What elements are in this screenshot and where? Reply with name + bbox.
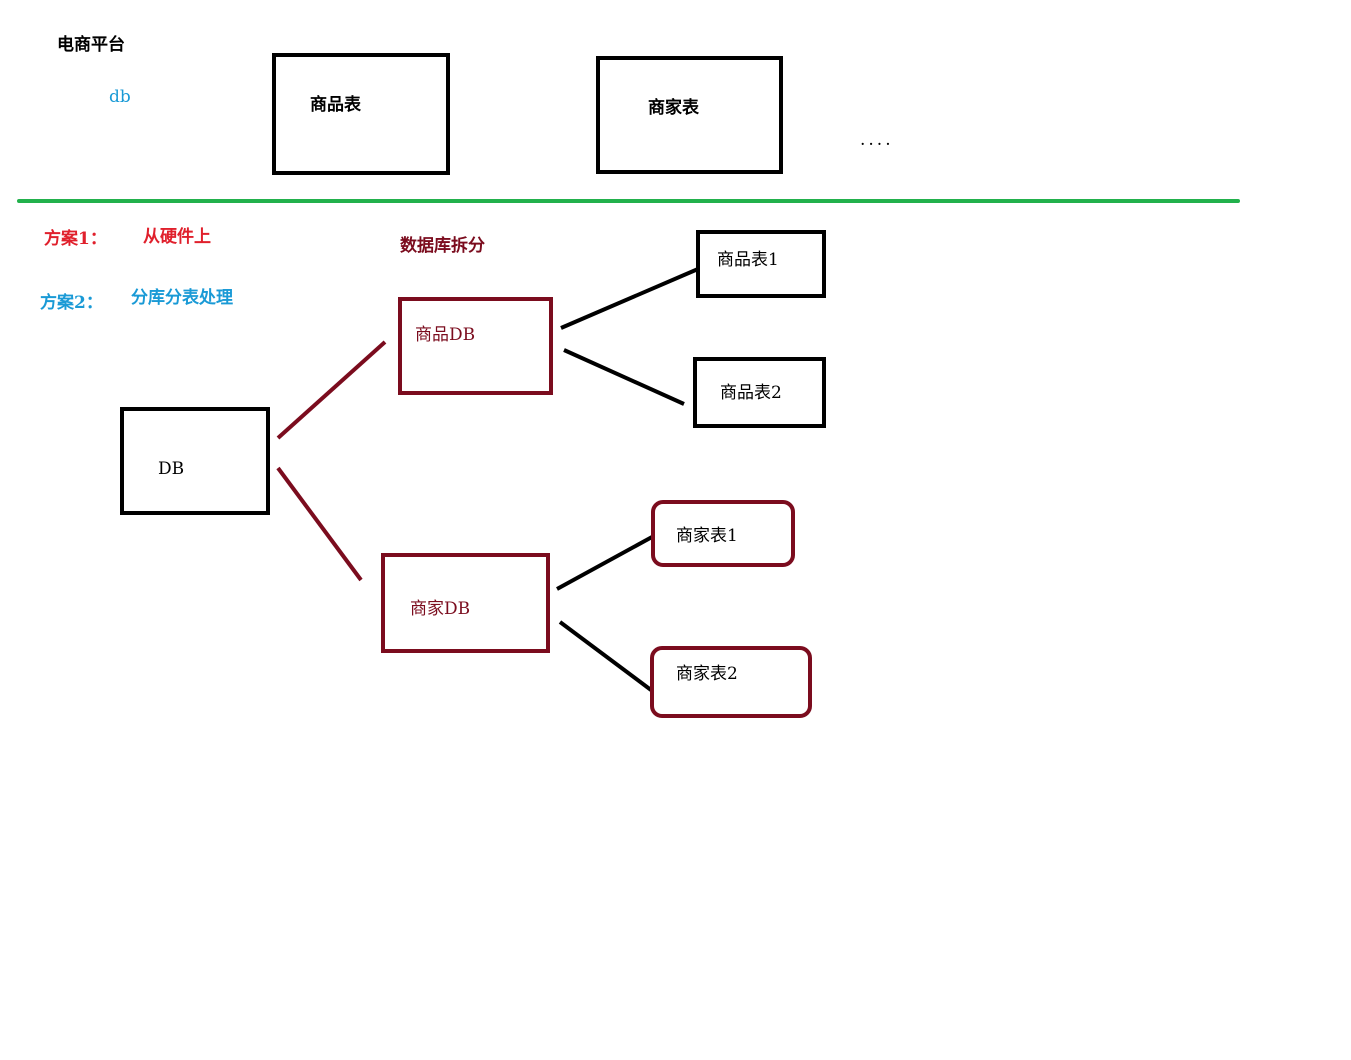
edge-db-to-goods-db: [276, 340, 387, 440]
plan2-text: 分库分表处理: [131, 288, 233, 308]
merchant-table2-box: 商家表2: [650, 646, 812, 718]
goods-table1-box: 商品表1: [696, 230, 826, 298]
plan2-label: 方案2：: [40, 293, 103, 313]
ellipsis-text: ....: [860, 130, 894, 150]
merchant-table2-label: 商家表2: [676, 664, 738, 684]
root-db-label: DB: [158, 459, 185, 479]
merchant-table1-label: 商家表1: [676, 526, 738, 546]
platform-label: 电商平台: [57, 35, 125, 55]
goods-table2-label: 商品表2: [720, 383, 782, 403]
goods-db-label: 商品DB: [415, 325, 476, 345]
merchant-db-label: 商家DB: [410, 599, 471, 619]
edge-goods-db-to-table2: [563, 348, 685, 406]
merchant-table-box: 商家表: [596, 56, 783, 174]
split-title: 数据库拆分: [400, 236, 485, 256]
goods-db-box: 商品DB: [398, 297, 553, 395]
root-db-box: DB: [120, 407, 270, 515]
edge-db-to-merchant-db: [276, 466, 363, 582]
goods-table-label: 商品表: [310, 95, 361, 115]
goods-table2-box: 商品表2: [693, 357, 826, 428]
goods-table-box: 商品表: [272, 53, 450, 175]
merchant-db-box: 商家DB: [381, 553, 550, 653]
merchant-table-label: 商家表: [648, 98, 699, 118]
merchant-table1-box: 商家表1: [651, 500, 795, 567]
edge-merchant-db-to-table1: [556, 535, 653, 591]
plan1-text: 从硬件上: [143, 227, 211, 247]
plan1-label: 方案1：: [44, 229, 107, 249]
db-label: db: [109, 87, 131, 107]
goods-table1-label: 商品表1: [717, 250, 779, 270]
edge-merchant-db-to-table2: [558, 620, 653, 692]
edge-goods-db-to-table1: [560, 267, 699, 330]
